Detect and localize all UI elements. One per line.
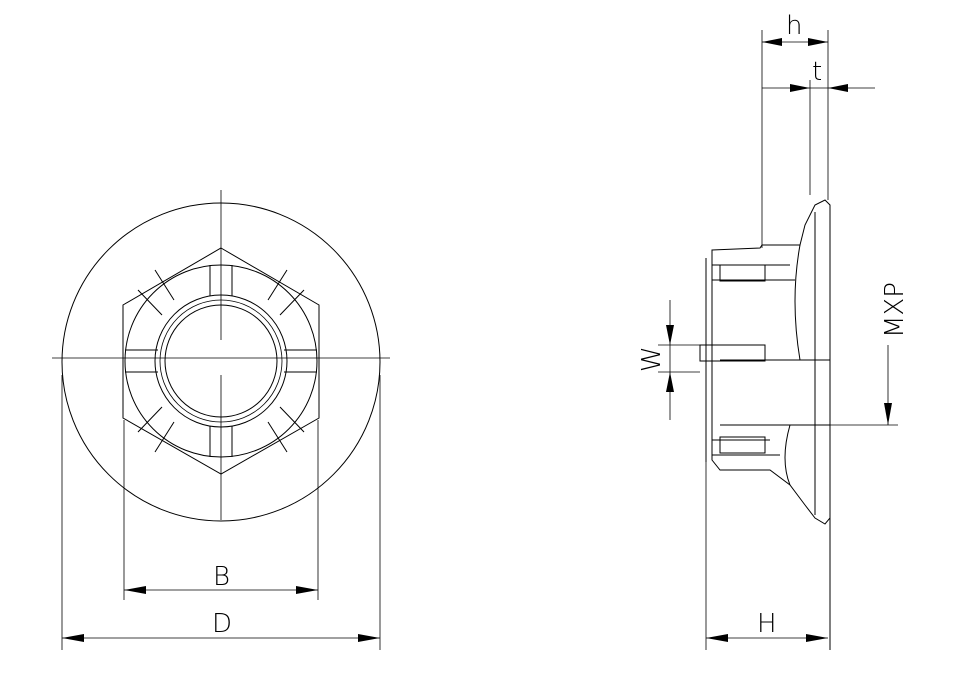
arrow-w-bottom (666, 372, 674, 392)
label-hh: H (757, 609, 777, 639)
arrow-b-left (124, 586, 146, 594)
slot-line (267, 421, 288, 453)
dimension-h-height: H (705, 462, 828, 650)
castle-ring-outer (124, 264, 318, 458)
arrow-w-top (666, 325, 674, 345)
castle-slots (125, 265, 317, 457)
dimension-b: B (124, 562, 318, 594)
arrow-hh-right (806, 634, 828, 642)
slot-line (267, 269, 288, 301)
flange-outline (61, 202, 381, 522)
slot-line (279, 406, 305, 433)
arrow-b-right (296, 586, 318, 594)
arrow-h-left (762, 38, 782, 46)
label-mxp: MXP (880, 282, 910, 338)
slot-line (154, 421, 175, 453)
dimension-t: t (762, 57, 875, 92)
side-body-outline (711, 199, 831, 525)
arrow-d-right (358, 634, 380, 642)
side-inner-curve-lower (784, 424, 791, 486)
side-slot-middle (699, 344, 766, 362)
arrow-hh-left (706, 634, 728, 642)
label-t: t (812, 57, 822, 87)
dimension-mxp: MXP (830, 282, 910, 426)
dimension-h: h (762, 11, 828, 46)
arrow-t-left (790, 84, 810, 92)
side-slot-bottom (719, 436, 766, 454)
label-b: B (213, 562, 230, 592)
dimension-d: D (62, 609, 380, 642)
castle-ring-inner (154, 294, 288, 428)
label-d: D (212, 609, 232, 639)
slot-line (154, 269, 175, 301)
slot-line (137, 406, 163, 433)
arrow-d-left (62, 634, 84, 642)
side-slot-top (719, 264, 766, 282)
slot-line (279, 289, 305, 316)
front-view: B D (52, 190, 390, 650)
thread-circle (159, 299, 283, 423)
side-inner-curve (794, 244, 801, 361)
label-w: W (637, 346, 667, 372)
arrow-mxp (884, 403, 892, 425)
side-view: h t W MXP (637, 11, 910, 650)
bore-circle (164, 304, 278, 418)
hex-outline (122, 247, 320, 475)
label-h: h (786, 11, 802, 41)
dimension-w: W (637, 300, 700, 420)
arrow-h-right (808, 38, 828, 46)
slot-line (137, 289, 163, 316)
arrow-t-right (828, 84, 848, 92)
